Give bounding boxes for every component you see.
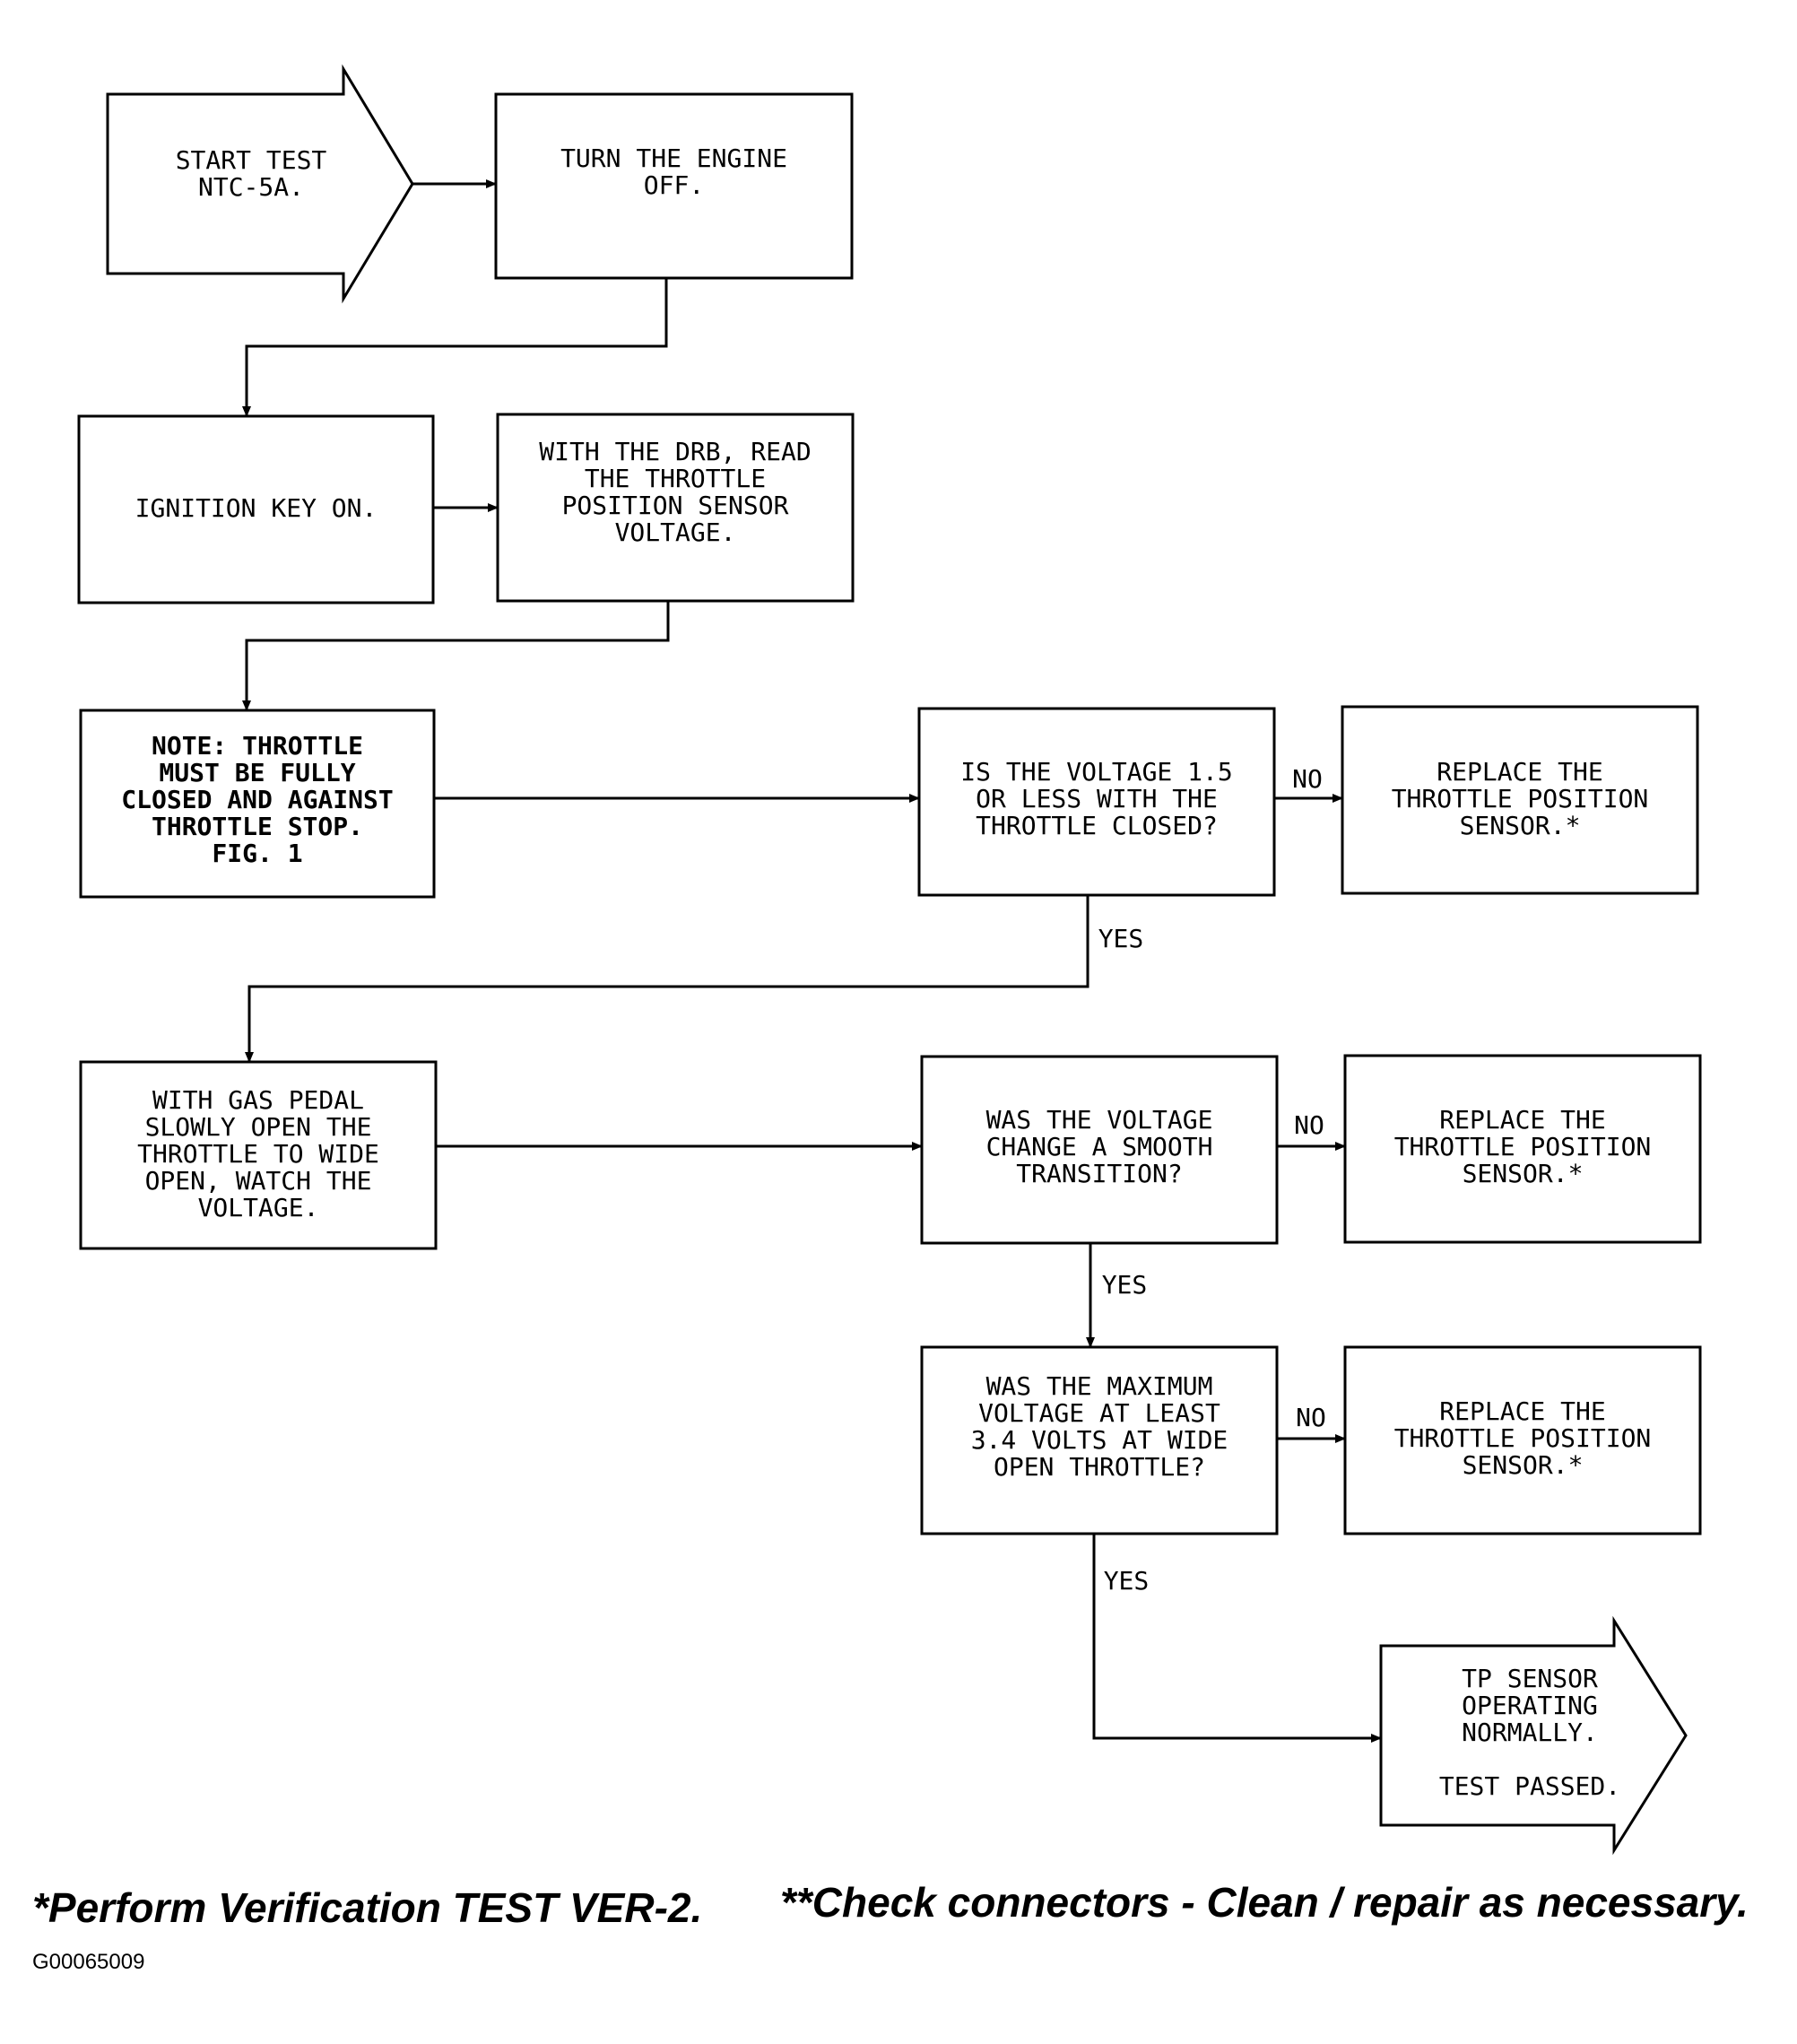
ignition-key-on-text: IGNITION KEY ON. [135,493,378,523]
connector-read_tps-to-note [242,601,670,711]
connector-q3-to-end [1092,1534,1382,1743]
edge-label-yes: YES [1102,1270,1148,1300]
edge-label-no: NO [1292,764,1323,794]
verification-footnote: *Perform Verification TEST VER-2. [32,1884,703,1931]
figure-id: G00065009 [32,1950,145,1974]
connector-q1-to-open [245,895,1089,1063]
ignition-key-on-box: IGNITION KEY ON. [77,414,435,605]
edge-label-yes: YES [1098,924,1144,953]
edge-label-no: NO [1294,1110,1324,1140]
edge-label-no: NO [1296,1403,1326,1432]
connectors-footnote: **Check connectors - Clean / repair as n… [780,1879,1749,1926]
connector-engine_off-to-key_on [242,278,668,417]
edge-label-yes: YES [1104,1566,1150,1596]
